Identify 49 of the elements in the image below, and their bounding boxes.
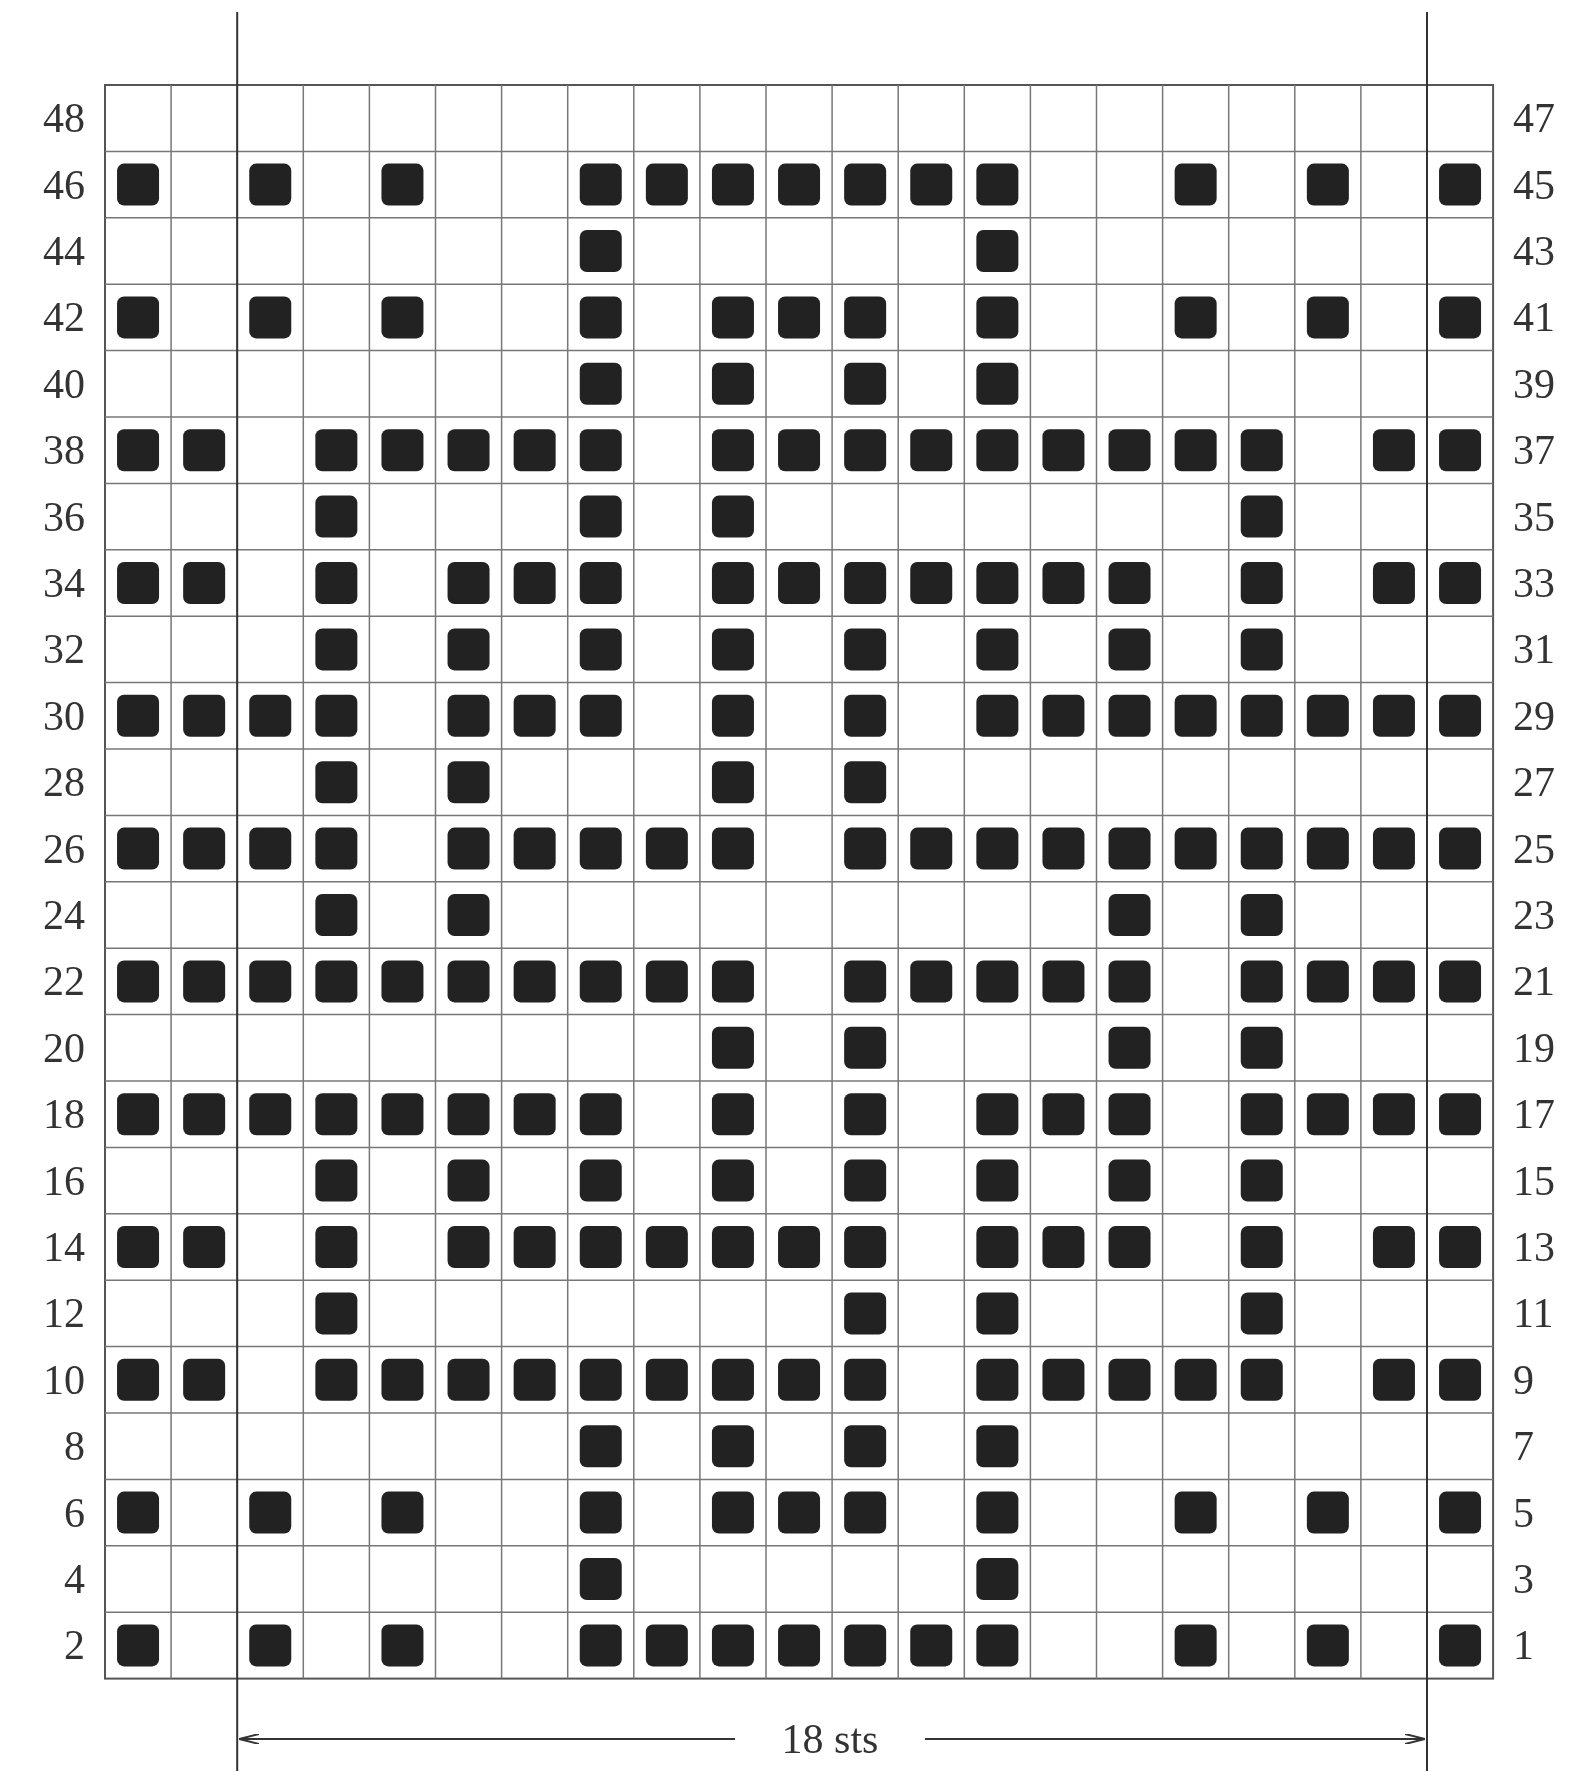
row-number: 4 xyxy=(64,1555,85,1603)
row-number: 36 xyxy=(43,492,85,541)
row-number: 25 xyxy=(1513,824,1556,873)
row-number: 18 xyxy=(43,1090,85,1139)
row-number: 44 xyxy=(43,227,85,275)
row-number: 20 xyxy=(43,1023,85,1072)
row-number: 5 xyxy=(1513,1488,1535,1537)
row-number: 3 xyxy=(1513,1555,1535,1603)
row-number: 32 xyxy=(43,625,85,674)
row-number: 19 xyxy=(1513,1023,1556,1072)
row-number: 46 xyxy=(43,160,85,209)
row-number: 23 xyxy=(1513,891,1556,939)
row-number: 31 xyxy=(1513,625,1556,674)
row-number: 30 xyxy=(43,691,85,740)
row-number: 7 xyxy=(1513,1422,1535,1471)
row-number: 42 xyxy=(43,293,85,342)
row-number: 33 xyxy=(1513,559,1556,607)
row-number: 9 xyxy=(1513,1355,1535,1404)
row-number: 14 xyxy=(43,1223,85,1271)
row-number: 35 xyxy=(1513,492,1556,541)
row-number: 26 xyxy=(43,824,85,873)
row-number: 2 xyxy=(64,1621,85,1670)
row-number: 40 xyxy=(43,359,85,408)
row-number: 41 xyxy=(1513,293,1556,342)
row-number: 15 xyxy=(1513,1156,1556,1205)
dimension-label: 18 sts xyxy=(781,1715,879,1763)
row-number: 45 xyxy=(1513,160,1556,209)
row-number: 17 xyxy=(1513,1090,1556,1139)
row-number: 24 xyxy=(43,891,85,939)
row-number: 10 xyxy=(43,1355,85,1404)
row-number: 38 xyxy=(43,426,85,475)
row-number: 27 xyxy=(1513,758,1556,807)
row-number: 39 xyxy=(1513,359,1556,408)
row-number: 12 xyxy=(43,1289,85,1338)
row-number: 29 xyxy=(1513,691,1556,740)
row-number: 13 xyxy=(1513,1223,1556,1271)
row-number: 28 xyxy=(43,758,85,807)
row-number: 22 xyxy=(43,957,85,1006)
row-number: 48 xyxy=(43,94,85,143)
row-number: 37 xyxy=(1513,426,1556,475)
row-number: 21 xyxy=(1513,957,1556,1006)
row-number: 8 xyxy=(64,1422,85,1471)
row-number: 43 xyxy=(1513,227,1556,275)
row-number: 11 xyxy=(1513,1289,1554,1338)
row-number: 47 xyxy=(1513,94,1556,143)
row-number: 16 xyxy=(43,1156,85,1205)
row-number: 34 xyxy=(43,559,85,607)
row-number: 1 xyxy=(1513,1621,1535,1670)
row-number: 6 xyxy=(64,1488,85,1537)
